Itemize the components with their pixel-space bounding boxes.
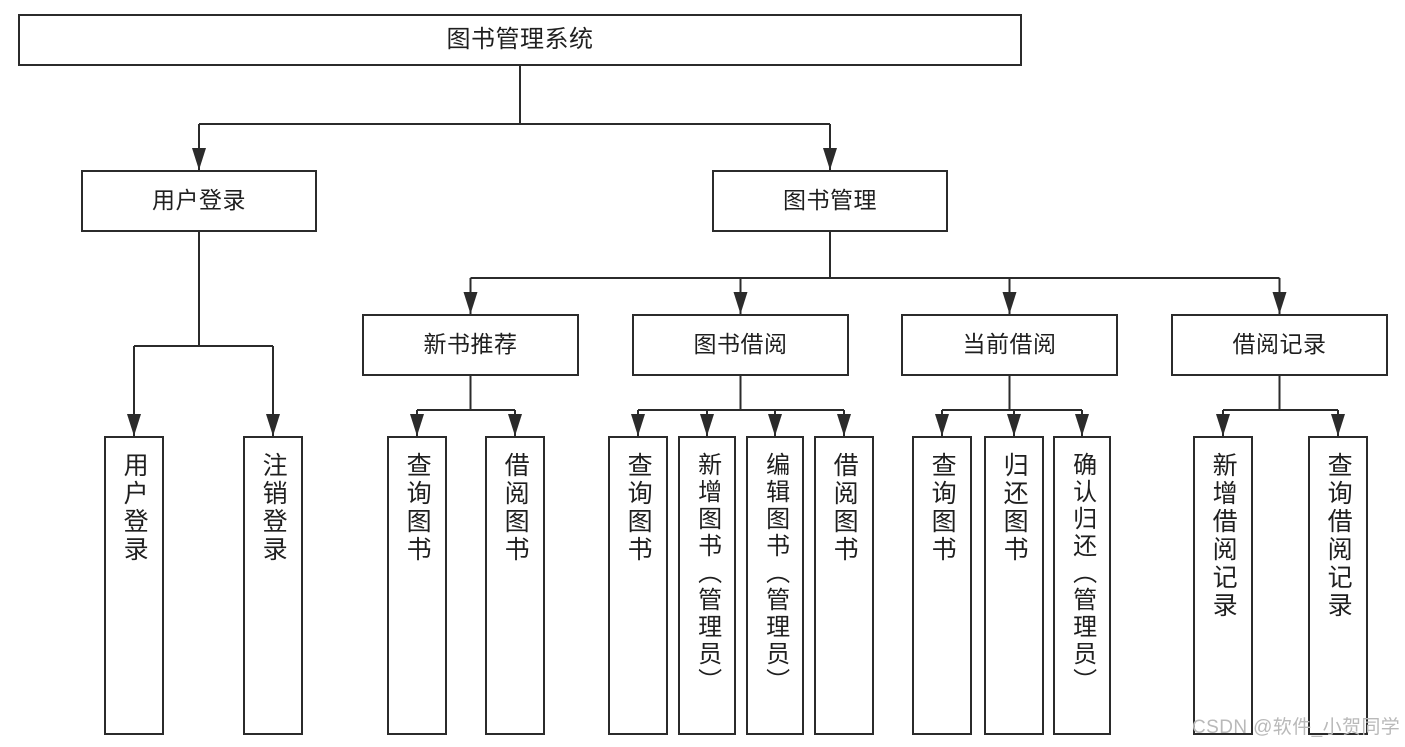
node-label: 借阅图书 — [501, 452, 530, 564]
node-label: 图书管理系统 — [446, 25, 594, 53]
node-label: 借阅图书 — [830, 452, 859, 564]
node-leaf-user-login[interactable]: 用户登录 — [104, 436, 164, 735]
node-leaf-new-query[interactable]: 查询图书 — [387, 436, 447, 735]
node-label: 图书管理 — [783, 187, 877, 214]
node-label: 查询图书 — [624, 452, 653, 564]
csdn-watermark: CSDN @软件_小贺同学 — [1192, 717, 1401, 738]
node-label: 图书借阅 — [693, 331, 788, 358]
node-leaf-borrow-add[interactable]: 新增图书（管理员） — [678, 436, 736, 735]
node-label: 注销登录 — [259, 452, 288, 564]
node-label: 查询借阅记录 — [1324, 452, 1353, 620]
node-label: 新增图书（管理员） — [693, 452, 721, 695]
node-leaf-borrow-lend[interactable]: 借阅图书 — [814, 436, 874, 735]
node-leaf-borrow-edit[interactable]: 编辑图书（管理员） — [746, 436, 804, 735]
node-label: 当前借阅 — [962, 331, 1057, 358]
node-label: 查询图书 — [403, 452, 432, 564]
node-leaf-cur-return[interactable]: 归还图书 — [984, 436, 1044, 735]
node-newbook[interactable]: 新书推荐 — [362, 314, 579, 376]
node-label: 新增借阅记录 — [1209, 452, 1238, 620]
node-borrow[interactable]: 图书借阅 — [632, 314, 849, 376]
node-bookmgmt[interactable]: 图书管理 — [712, 170, 948, 232]
node-leaf-user-logout[interactable]: 注销登录 — [243, 436, 303, 735]
node-leaf-cur-confirm[interactable]: 确认归还（管理员） — [1053, 436, 1111, 735]
node-label: 确认归还（管理员） — [1068, 452, 1096, 695]
node-leaf-borrow-query[interactable]: 查询图书 — [608, 436, 668, 735]
node-leaf-new-borrow[interactable]: 借阅图书 — [485, 436, 545, 735]
node-label: 借阅记录 — [1232, 331, 1327, 358]
node-root[interactable]: 图书管理系统 — [18, 14, 1022, 66]
node-label: 用户登录 — [120, 452, 149, 564]
node-leaf-cur-query[interactable]: 查询图书 — [912, 436, 972, 735]
node-label: 编辑图书（管理员） — [761, 452, 789, 695]
node-leaf-rec-query[interactable]: 查询借阅记录 — [1308, 436, 1368, 735]
node-records[interactable]: 借阅记录 — [1171, 314, 1388, 376]
node-current[interactable]: 当前借阅 — [901, 314, 1118, 376]
node-label: 用户登录 — [152, 187, 246, 214]
node-login[interactable]: 用户登录 — [81, 170, 317, 232]
node-label: 新书推荐 — [423, 331, 518, 358]
node-label: 归还图书 — [1000, 452, 1029, 564]
node-label: 查询图书 — [928, 452, 957, 564]
node-leaf-rec-add[interactable]: 新增借阅记录 — [1193, 436, 1253, 735]
